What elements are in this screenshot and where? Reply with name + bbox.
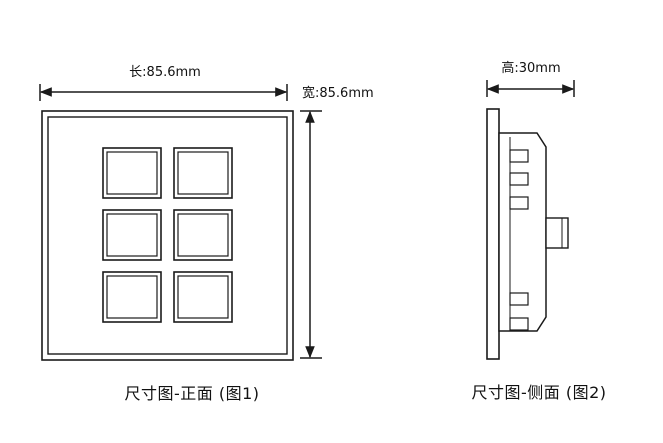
height-label: 高:30mm [501, 60, 560, 76]
terminal-group [509, 149, 529, 331]
terminal [509, 149, 529, 163]
side-view: 高:30mm 尺寸图-侧面 (图2) [471, 60, 606, 402]
button-grid [102, 147, 233, 323]
panel-inner-frame [47, 116, 288, 355]
terminal [509, 317, 529, 331]
front-caption: 尺寸图-正面 (图1) [124, 384, 259, 403]
switch-button-face [106, 275, 158, 319]
length-label: 长:85.6mm [129, 65, 201, 80]
width-label: 宽:85.6mm [302, 85, 374, 101]
width-dimension: 宽:85.6mm [300, 85, 374, 359]
side-connector [545, 217, 569, 249]
front-view: 长:85.6mm 宽:85.6mm 尺寸图-正面 (图1) [39, 65, 374, 403]
switch-button-face [177, 213, 229, 257]
switch-button-face [106, 151, 158, 195]
side-caption: 尺寸图-侧面 (图2) [471, 383, 606, 402]
height-dimension: 高:30mm [486, 60, 575, 97]
terminal [509, 196, 529, 210]
switch-button-face [106, 213, 158, 257]
side-face-plate [486, 108, 500, 360]
length-dimension: 长:85.6mm [39, 65, 288, 101]
terminal [509, 172, 529, 186]
switch-button-face [177, 275, 229, 319]
switch-button-face [177, 151, 229, 195]
terminal [509, 292, 529, 306]
